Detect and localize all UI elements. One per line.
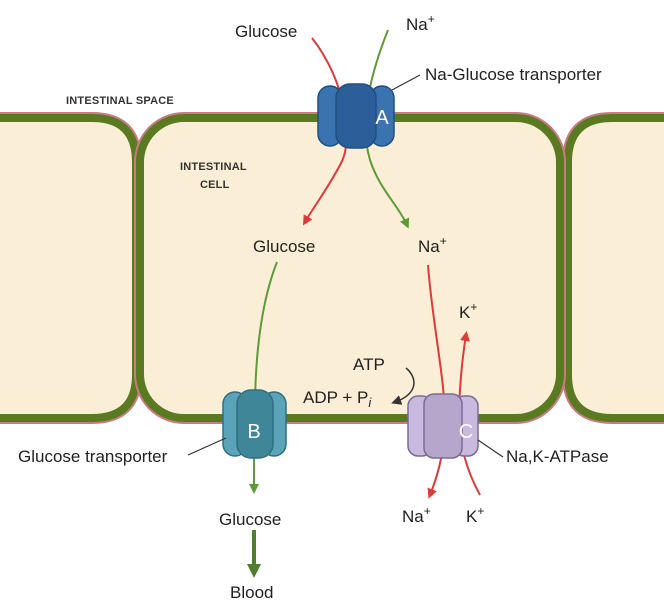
left-neighbor-cell [0, 112, 142, 424]
label-mid-na: Na+ [418, 234, 447, 256]
label-bottom-k: K+ [466, 504, 484, 526]
atp-hydrolysis-arrow [391, 367, 415, 405]
label-intestinal-cell-line2: CELL [200, 179, 230, 191]
label-intestinal-cell-line1: INTESTINAL [180, 161, 247, 173]
intestinal-cell [134, 112, 566, 424]
glucose-transporter-pointer [187, 437, 227, 456]
label-intestinal-space: INTESTINAL SPACE [66, 95, 174, 107]
label-na-k-atpase: Na,K-ATPase [506, 447, 609, 466]
label-bottom-glucose: Glucose [219, 510, 281, 529]
sodium-entry-path [364, 29, 410, 229]
label-bottom-na: Na+ [402, 504, 431, 526]
na-k-atpase: C [407, 393, 479, 459]
label-adp-pi: ADP + Pi [303, 388, 372, 410]
na-k-atpase-pointer [477, 439, 504, 458]
na-glucose-transporter: A [317, 83, 395, 149]
transporter-c-letter: C [459, 421, 473, 443]
label-k-up: K+ [459, 300, 477, 322]
na-glucose-transporter-pointer [391, 74, 421, 91]
label-top-na: Na+ [406, 12, 435, 34]
label-atp: ATP [353, 355, 385, 374]
label-top-glucose: Glucose [235, 22, 297, 41]
label-glucose-transporter: Glucose transporter [18, 447, 168, 466]
glucose-transporter: B [222, 389, 287, 459]
transporter-a-letter: A [375, 107, 389, 129]
label-na-glucose-transporter: Na-Glucose transporter [425, 65, 602, 84]
glucose-entry-path [302, 37, 348, 226]
label-mid-glucose: Glucose [253, 237, 315, 256]
label-blood: Blood [230, 583, 273, 602]
transporter-b-letter: B [247, 421, 260, 443]
right-neighbor-cell [562, 112, 664, 424]
